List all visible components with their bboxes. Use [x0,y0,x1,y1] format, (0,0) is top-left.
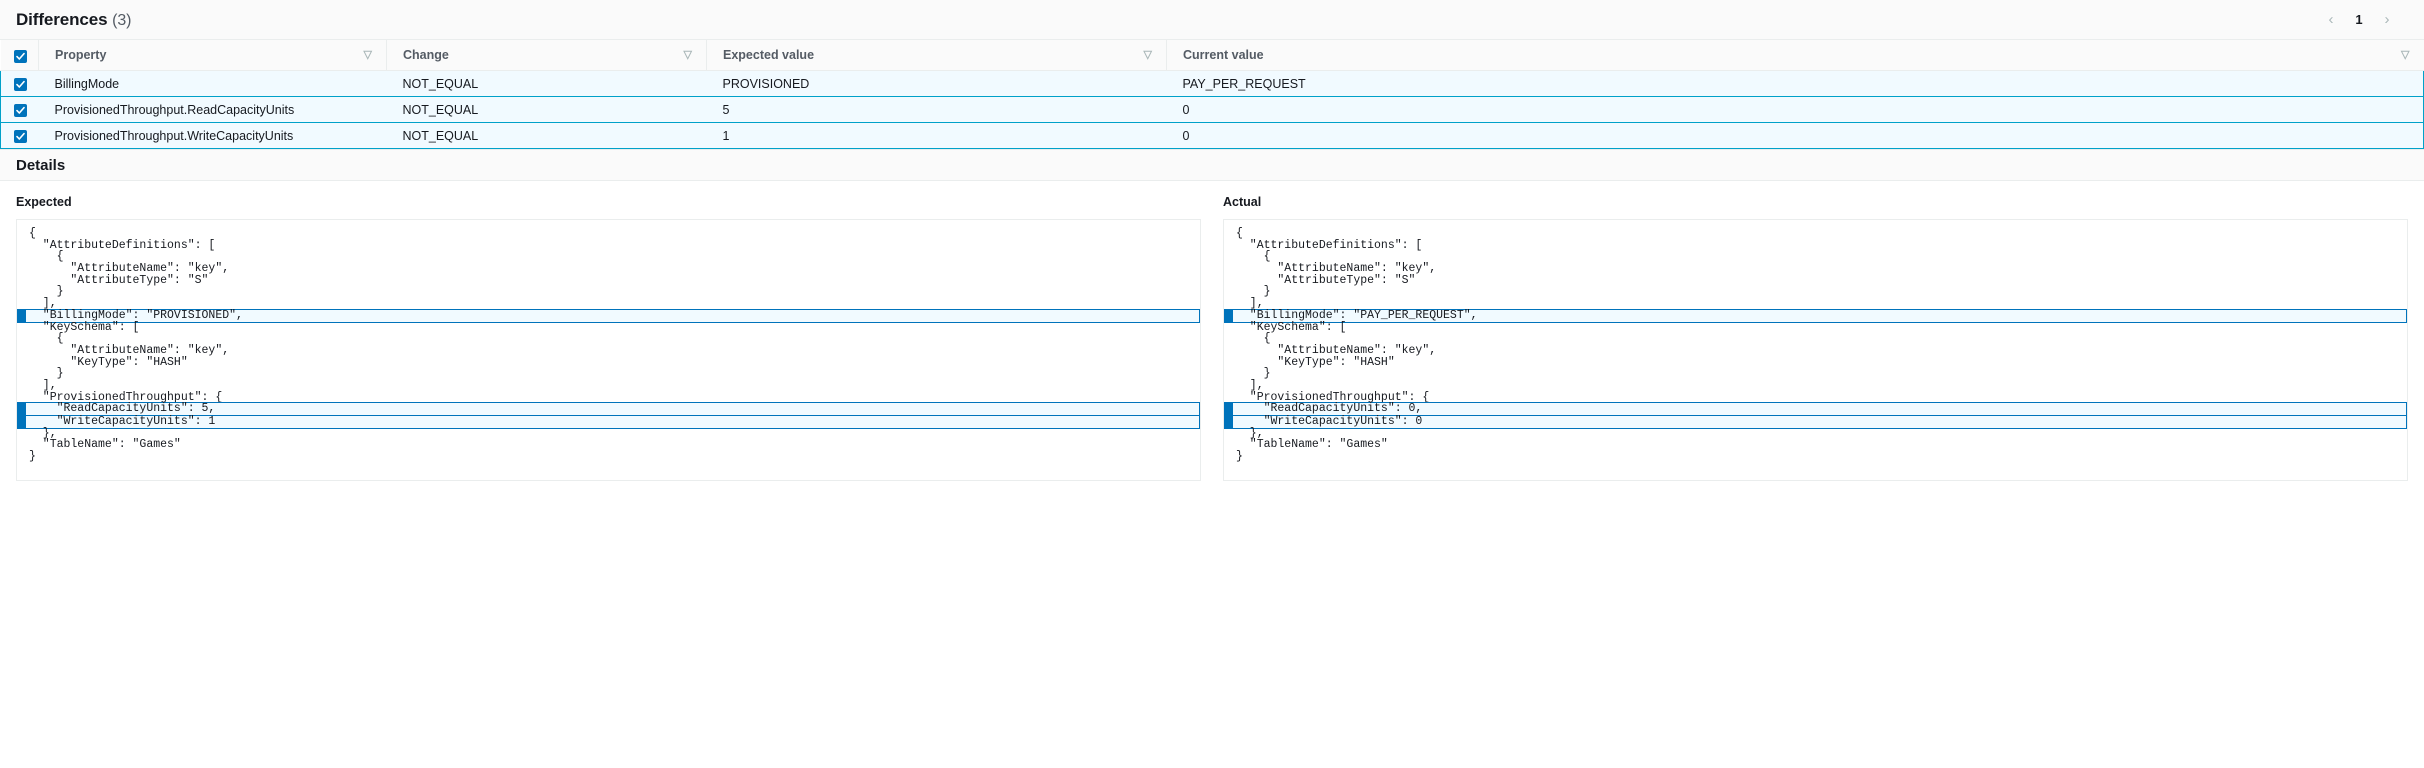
table-header-row: Property ▽ Change ▽ Expected value ▽ [0,40,2424,71]
expected-line: { [29,227,36,240]
actual-line: { [1236,332,1271,346]
actual-line: ], [1236,297,1264,311]
expected-line: } [29,450,36,464]
column-header-current-value[interactable]: Current value ▽ [1166,40,2424,71]
table-row[interactable]: ProvisionedThroughput.WriteCapacityUnits… [0,122,2424,149]
column-header-expected-value-label: Expected value [723,48,815,62]
expected-column: Expected { "AttributeDefinitions": [ { "… [16,195,1201,481]
cell-property: ProvisionedThroughput.ReadCapacityUnits [38,96,387,123]
sort-icon-property[interactable]: ▽ [363,48,372,61]
cell-change[interactable]: NOT_EQUAL [386,122,707,149]
cell-current-value: 0 [1166,122,2424,149]
actual-line: } [1236,450,1243,464]
select-all-header [0,40,39,71]
cell-change[interactable]: NOT_EQUAL [386,96,707,123]
expected-highlighted-line: "WriteCapacityUnits": 1 [17,415,1200,429]
cell-expected-value: 5 [706,96,1167,123]
table-body: BillingMode NOT_EQUAL PROVISIONED PAY_PE… [0,70,2424,149]
row-select-cell [0,96,39,123]
row-select-cell [0,122,39,149]
expected-line: { [29,250,64,264]
details-title: Details [16,156,66,174]
expected-line: "KeySchema": [ [29,320,140,334]
details-header: Details [0,149,2424,181]
table-row[interactable]: BillingMode NOT_EQUAL PROVISIONED PAY_PE… [0,70,2424,97]
expected-line: "ProvisionedThroughput": { [29,390,223,404]
table-head: Property ▽ Change ▽ Expected value ▽ [0,40,2424,71]
page-title: Differences (3) [16,10,131,30]
actual-line: } [1236,367,1271,381]
pagination-prev-icon[interactable]: ‹ [2328,11,2334,28]
expected-line: "AttributeName": "key", [29,343,230,357]
differences-count: (3) [112,11,132,29]
actual-line: "AttributeType": "S" [1236,273,1416,287]
column-header-current-value-label: Current value [1183,48,1264,62]
compare-container: Expected { "AttributeDefinitions": [ { "… [0,181,2424,481]
expected-line: "AttributeName": "key", [29,262,230,276]
expected-highlighted-line: "BillingMode": "PROVISIONED", [17,308,1200,323]
page-title-text: Differences [16,9,108,29]
actual-highlighted-line: "WriteCapacityUnits": 0 [1224,415,2407,429]
expected-highlighted-line: "ReadCapacityUnits": 5, [17,402,1200,416]
actual-line: "AttributeName": "key", [1236,343,1437,357]
row-select-cell [0,70,39,97]
pagination: ‹ 1 › [2316,5,2402,35]
select-all-checkbox[interactable] [13,49,27,63]
sort-icon-change[interactable]: ▽ [683,48,692,61]
column-header-property[interactable]: Property ▽ [38,40,387,71]
cell-current-value: PAY_PER_REQUEST [1166,70,2424,97]
column-header-property-label: Property [55,48,107,62]
sort-icon-current-value[interactable]: ▽ [2401,48,2410,61]
cell-change[interactable]: NOT_EQUAL [386,70,707,97]
expected-line: }, [29,426,57,440]
expected-line: "AttributeDefinitions": [ [29,238,216,252]
expected-line: "AttributeType": "S" [29,273,209,287]
differences-header: Differences (3) ‹ 1 › [0,0,2424,40]
expected-line: } [29,367,64,381]
expected-line: "TableName": "Games" [29,438,181,452]
table-row[interactable]: ProvisionedThroughput.ReadCapacityUnits … [0,96,2424,123]
actual-line: } [1236,285,1271,299]
cell-property: ProvisionedThroughput.WriteCapacityUnits [38,122,387,149]
row-checkbox[interactable] [14,129,27,143]
actual-line: "KeyType": "HASH" [1236,355,1395,369]
sort-icon-expected-value[interactable]: ▽ [1143,48,1152,61]
cell-expected-value: PROVISIONED [706,70,1167,97]
row-checkbox[interactable] [14,77,27,91]
column-header-change-label: Change [403,48,449,62]
actual-line: { [1236,227,1243,240]
expected-line: { [29,332,64,346]
actual-highlighted-line: "BillingMode": "PAY_PER_REQUEST", [1224,308,2407,323]
actual-column: Actual { "AttributeDefinitions": [ { "At… [1223,195,2408,481]
expected-line: ], [29,378,57,392]
actual-line: "TableName": "Games" [1236,438,1388,452]
row-checkbox[interactable] [14,103,27,117]
actual-line: { [1236,250,1271,264]
actual-highlighted-line: "ReadCapacityUnits": 0, [1224,402,2407,416]
actual-line: ], [1236,378,1264,392]
column-header-expected-value[interactable]: Expected value ▽ [706,40,1167,71]
actual-code-block[interactable]: { "AttributeDefinitions": [ { "Attribute… [1223,219,2408,481]
actual-line: "AttributeDefinitions": [ [1236,238,1423,252]
expected-line: } [29,285,64,299]
actual-line: "KeySchema": [ [1236,320,1347,334]
expected-label: Expected [16,195,72,209]
actual-line: "AttributeName": "key", [1236,262,1437,276]
pagination-page-1[interactable]: 1 [2355,12,2363,27]
expected-line: "KeyType": "HASH" [29,355,188,369]
cell-property: BillingMode [38,70,387,97]
actual-line: }, [1236,426,1264,440]
cell-current-value: 0 [1166,96,2424,123]
differences-table: Property ▽ Change ▽ Expected value ▽ [0,40,2424,149]
expected-code-block[interactable]: { "AttributeDefinitions": [ { "Attribute… [16,219,1201,481]
pagination-next-icon[interactable]: › [2384,11,2390,28]
actual-label: Actual [1223,195,1262,209]
column-header-change[interactable]: Change ▽ [386,40,707,71]
actual-line: "ProvisionedThroughput": { [1236,390,1430,404]
expected-line: ], [29,297,57,311]
cell-expected-value: 1 [706,122,1167,149]
